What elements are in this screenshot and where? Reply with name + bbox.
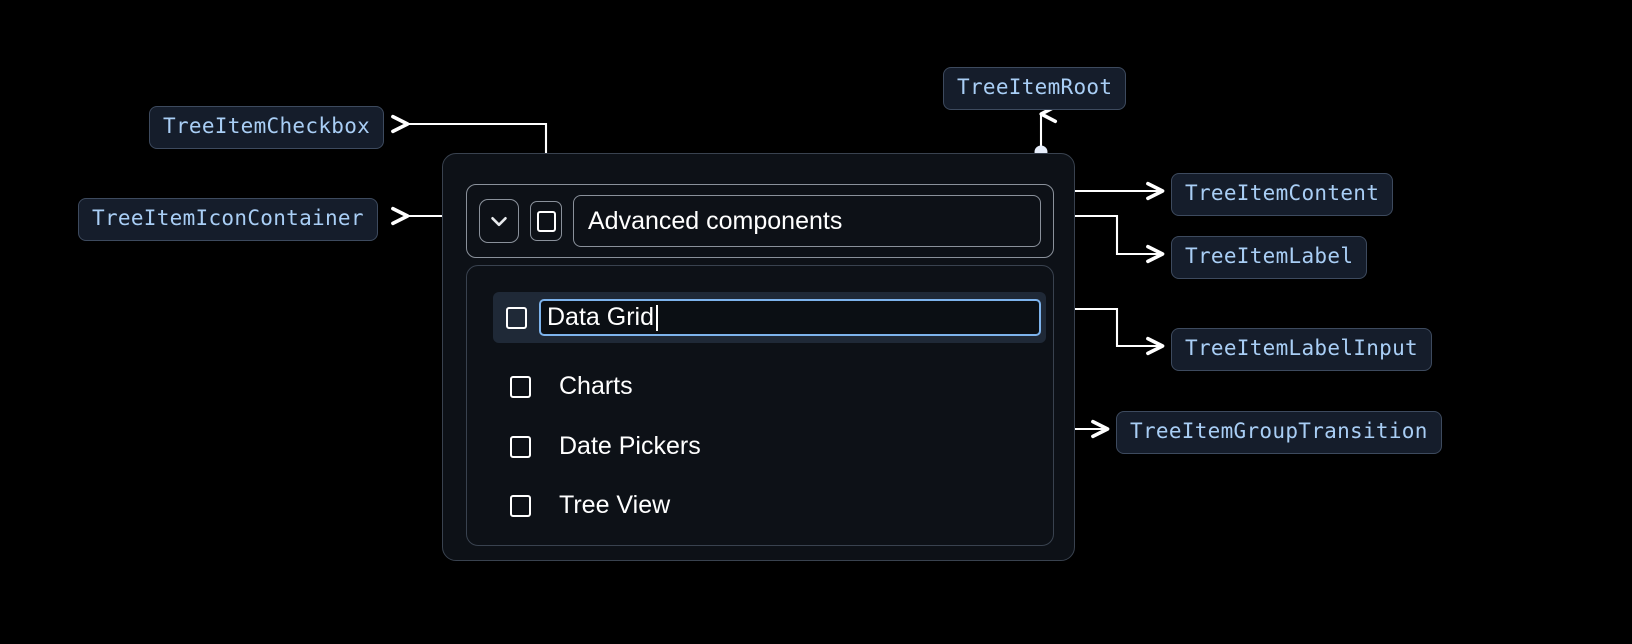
tree-item-row-charts[interactable]: Charts [497,361,1046,412]
annotation-tree-item-label: TreeItemLabel [1171,236,1368,279]
tree-item-content[interactable]: Advanced components [466,184,1054,258]
label-input-value: Data Grid [547,303,654,331]
tree-item-label: Tree View [559,491,671,519]
checkbox-unchecked-icon[interactable] [506,306,527,329]
tree-item-row-date-pickers[interactable]: Date Pickers [497,421,1046,472]
annotation-tree-item-label-input: TreeItemLabelInput [1171,328,1432,371]
annotation-tree-item-content: TreeItemContent [1171,173,1394,216]
checkbox-unchecked-icon [536,210,556,232]
checkbox-unchecked-icon[interactable] [510,435,531,458]
tree-item-label: Charts [559,372,633,400]
tree-item-checkbox[interactable] [530,201,562,241]
chevron-down-icon [486,208,512,234]
annotation-tree-item-icon-container: TreeItemIconContainer [78,198,378,241]
tree-item-row-tree-view[interactable]: Tree View [497,480,1046,531]
tree-item-label: Date Pickers [559,432,701,460]
tree-item-group-transition: Data Grid Charts Date Pickers Tree View [466,265,1054,546]
text-caret [655,304,658,331]
tree-item-row-data-grid[interactable]: Data Grid [493,292,1046,343]
checkbox-unchecked-icon[interactable] [510,375,531,398]
tree-item-icon-container[interactable] [479,199,519,243]
annotation-tree-item-root: TreeItemRoot [943,67,1127,110]
tree-item-label-input[interactable]: Data Grid [539,299,1041,336]
annotation-tree-item-group-transition: TreeItemGroupTransition [1116,411,1442,454]
annotation-tree-item-checkbox: TreeItemCheckbox [149,106,385,149]
tree-item-root[interactable]: Advanced components Data Grid Charts Dat… [442,153,1075,561]
tree-item-label[interactable]: Advanced components [573,195,1041,247]
checkbox-unchecked-icon[interactable] [510,494,531,517]
